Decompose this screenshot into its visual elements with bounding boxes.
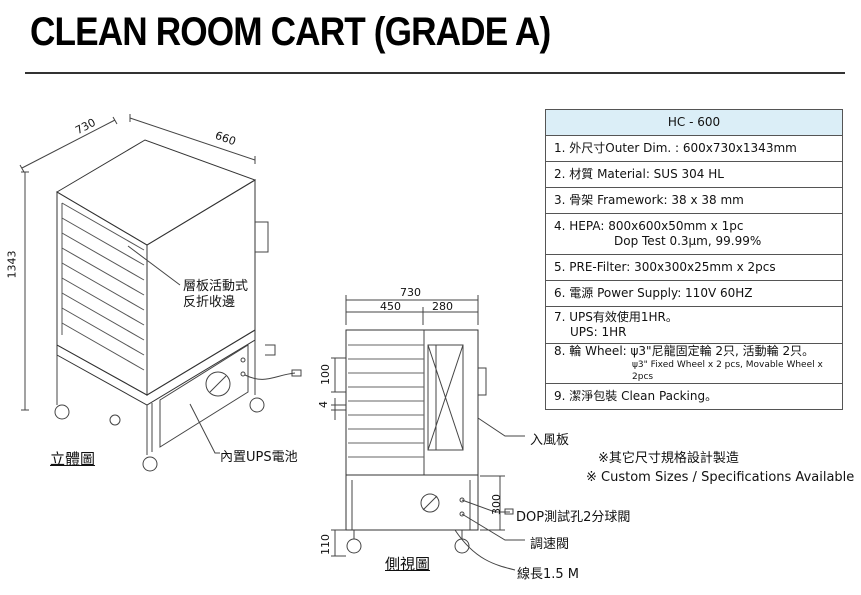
spec-row-7b: UPS: 1HR bbox=[570, 325, 627, 339]
side-dim-left: 450 bbox=[380, 300, 401, 313]
dop-label: DOP測試孔2分球閥 bbox=[516, 510, 631, 525]
spec-row-4b: Dop Test 0.3μm, 99.99% bbox=[614, 234, 762, 248]
spec-row-4a: 4. HEPA: 800x600x50mm x 1pc bbox=[554, 219, 744, 233]
side-dim-right: 280 bbox=[432, 300, 453, 313]
spec-row-2: 2. 材質 Material: SUS 304 HL bbox=[545, 161, 843, 188]
iso-caption: 立體圖 bbox=[50, 450, 96, 468]
ups-label: 內置UPS電池 bbox=[220, 450, 298, 465]
side-dim-300: 300 bbox=[490, 494, 503, 515]
side-caption: 側視圖 bbox=[385, 555, 431, 573]
spec-row-6: 6. 電源 Power Supply: 110V 60HZ bbox=[545, 280, 843, 307]
page-title: CLEAN ROOM CART (GRADE A) bbox=[30, 10, 551, 54]
spec-row-1: 1. 外尺寸Outer Dim. : 600x730x1343mm bbox=[545, 135, 843, 162]
title-rule bbox=[25, 72, 845, 74]
spec-row-7a: 7. UPS有效使用1HR。 bbox=[554, 310, 678, 324]
side-dim-100: 100 bbox=[319, 364, 332, 385]
spec-table: HC - 600 1. 外尺寸Outer Dim. : 600x730x1343… bbox=[545, 109, 843, 410]
note-cn: ※其它尺寸規格設計製造 bbox=[598, 451, 739, 466]
spec-model: HC - 600 bbox=[545, 109, 843, 136]
note-en: ※ Custom Sizes / Specifications Availabl… bbox=[586, 470, 855, 485]
side-dim-110: 110 bbox=[319, 534, 332, 555]
spec-row-8b: ψ3" Fixed Wheel x 2 pcs, Movable Wheel x… bbox=[632, 360, 823, 382]
speed-label: 調速閥 bbox=[530, 537, 570, 552]
inlet-label: 入風板 bbox=[530, 433, 570, 448]
spec-row-9: 9. 潔淨包裝 Clean Packing。 bbox=[545, 383, 843, 410]
spec-row-7: 7. UPS有效使用1HR。 UPS: 1HR bbox=[545, 306, 843, 344]
spec-row-3: 3. 骨架 Framework: 38 x 38 mm bbox=[545, 187, 843, 214]
shelf-label-1: 層板活動式 bbox=[183, 279, 249, 294]
side-dim-total: 730 bbox=[400, 286, 421, 299]
spec-row-5: 5. PRE-Filter: 300x300x25mm x 2pcs bbox=[545, 254, 843, 281]
side-dim-4: 4 bbox=[317, 401, 330, 408]
cable-label: 線長1.5 M bbox=[517, 567, 580, 582]
spec-row-4: 4. HEPA: 800x600x50mm x 1pc Dop Test 0.3… bbox=[545, 213, 843, 255]
shelf-label-2: 反折收邊 bbox=[183, 295, 236, 310]
spec-row-8a: 8. 輪 Wheel: ψ3"尼龍固定輪 2只, 活動輪 2只。 bbox=[554, 344, 815, 358]
iso-dim-height: 1343 bbox=[5, 250, 19, 279]
spec-row-8: 8. 輪 Wheel: ψ3"尼龍固定輪 2只, 活動輪 2只。 ψ3" Fix… bbox=[545, 343, 843, 384]
